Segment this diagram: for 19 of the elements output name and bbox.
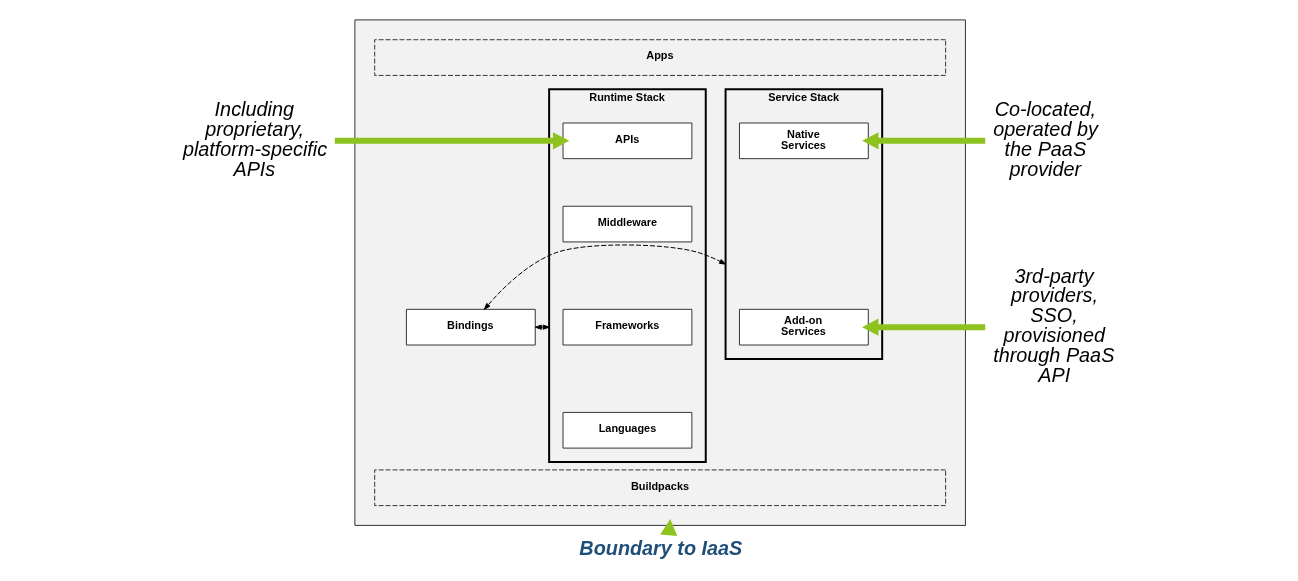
node-text: Including proprietary, platform-specific APIs	[182, 98, 327, 180]
node-box: Add-on Services	[738, 308, 869, 346]
arrow	[483, 244, 726, 310]
node-box: Bindings	[405, 308, 536, 346]
node-text: Boundary to IaaS	[578, 537, 742, 560]
node-box: Native Services	[738, 122, 869, 160]
cluster	[353, 19, 966, 526]
node-box: Languages	[562, 411, 692, 449]
arrow	[861, 318, 985, 336]
arrow	[861, 132, 985, 150]
node-box: Apps	[373, 39, 946, 76]
node-box: Buildpacks	[373, 469, 946, 507]
node-box: Frameworks	[562, 308, 692, 346]
node-box: APIs	[562, 122, 692, 160]
node-box: Middleware	[562, 205, 692, 243]
node-text: 3rd-party providers, SSO, provisioned through PaaS API	[992, 264, 1114, 386]
arrow	[534, 324, 550, 330]
node-text: Co-located, operated by the PaaS provider	[992, 98, 1098, 180]
arrow	[334, 132, 569, 150]
